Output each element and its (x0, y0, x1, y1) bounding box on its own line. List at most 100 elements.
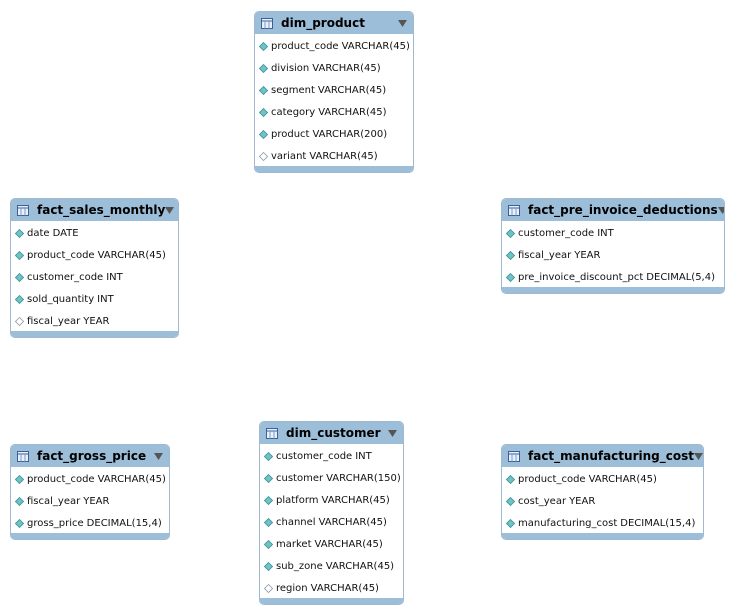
filled-diamond-icon (15, 518, 24, 528)
column-name: sold_quantity (27, 293, 95, 305)
column-name: customer_code (276, 450, 353, 462)
table-footer (260, 598, 403, 604)
column-type: DECIMAL(15,4) (620, 517, 696, 529)
column-name: date (27, 227, 50, 239)
column-type: INT (355, 450, 372, 462)
column-name: category (271, 106, 316, 118)
column-type: YEAR (574, 249, 601, 261)
column-name: product_code (27, 249, 95, 261)
column-type: VARCHAR(45) (588, 473, 657, 485)
column-type: DATE (52, 227, 79, 239)
column-type: INT (106, 271, 123, 283)
table-fact-pre-invoice-deductions[interactable]: fact_pre_invoice_deductions customer_cod… (501, 198, 725, 294)
filled-diamond-icon (259, 107, 268, 117)
table-header[interactable]: dim_customer (260, 422, 403, 444)
column-type: VARCHAR(45) (341, 40, 410, 52)
hollow-diamond-icon (259, 151, 268, 161)
column-type: VARCHAR(200) (312, 128, 388, 140)
column-type: INT (597, 227, 614, 239)
column-name: channel (276, 516, 316, 528)
filled-diamond-icon (15, 496, 24, 506)
filled-diamond-icon (506, 272, 515, 282)
filled-diamond-icon (15, 272, 24, 282)
column-type: VARCHAR(45) (325, 560, 395, 572)
filled-diamond-icon (264, 517, 273, 527)
table-icon (266, 427, 278, 439)
column-name: variant (271, 150, 307, 162)
collapse-arrow-icon[interactable] (693, 452, 703, 460)
column-name: region (276, 582, 308, 594)
collapse-arrow-icon[interactable] (165, 206, 175, 214)
column-name: customer_code (27, 271, 104, 283)
column-name: product_code (27, 473, 95, 485)
collapse-arrow-icon[interactable] (388, 429, 397, 437)
collapse-arrow-icon[interactable] (398, 19, 407, 27)
column-name: market (276, 538, 312, 550)
column-type: DECIMAL(5,4) (646, 271, 715, 283)
column-name: product (271, 128, 310, 140)
column-type: VARCHAR(45) (97, 249, 166, 261)
column-name: customer_code (518, 227, 595, 239)
table-icon (17, 450, 29, 462)
table-header[interactable]: dim_product (255, 12, 413, 34)
filled-diamond-icon (264, 539, 273, 549)
column-type: VARCHAR(45) (317, 84, 387, 96)
filled-diamond-icon (259, 41, 268, 51)
collapse-arrow-icon[interactable] (154, 452, 163, 460)
filled-diamond-icon (259, 85, 268, 95)
table-header[interactable]: fact_pre_invoice_deductions (502, 199, 724, 221)
collapse-arrow-icon[interactable] (717, 206, 725, 214)
table-header[interactable]: fact_gross_price (11, 445, 169, 467)
column-name: product_code (518, 473, 586, 485)
table-icon (508, 204, 520, 216)
table-header[interactable]: fact_manufacturing_cost (502, 445, 703, 467)
table-title: fact_manufacturing_cost (528, 449, 694, 463)
column-type: VARCHAR(45) (318, 106, 387, 118)
column-type: YEAR (83, 495, 110, 507)
table-header[interactable]: fact_sales_monthly (11, 199, 178, 221)
table-title: dim_customer (286, 426, 381, 440)
table-icon (508, 450, 520, 462)
filled-diamond-icon (15, 294, 24, 304)
filled-diamond-icon (264, 495, 273, 505)
table-footer (502, 533, 703, 539)
column-type: YEAR (83, 315, 110, 327)
table-title: fact_pre_invoice_deductions (528, 203, 718, 217)
column-name: customer (276, 472, 324, 484)
filled-diamond-icon (264, 451, 273, 461)
column-name: platform (276, 494, 319, 506)
